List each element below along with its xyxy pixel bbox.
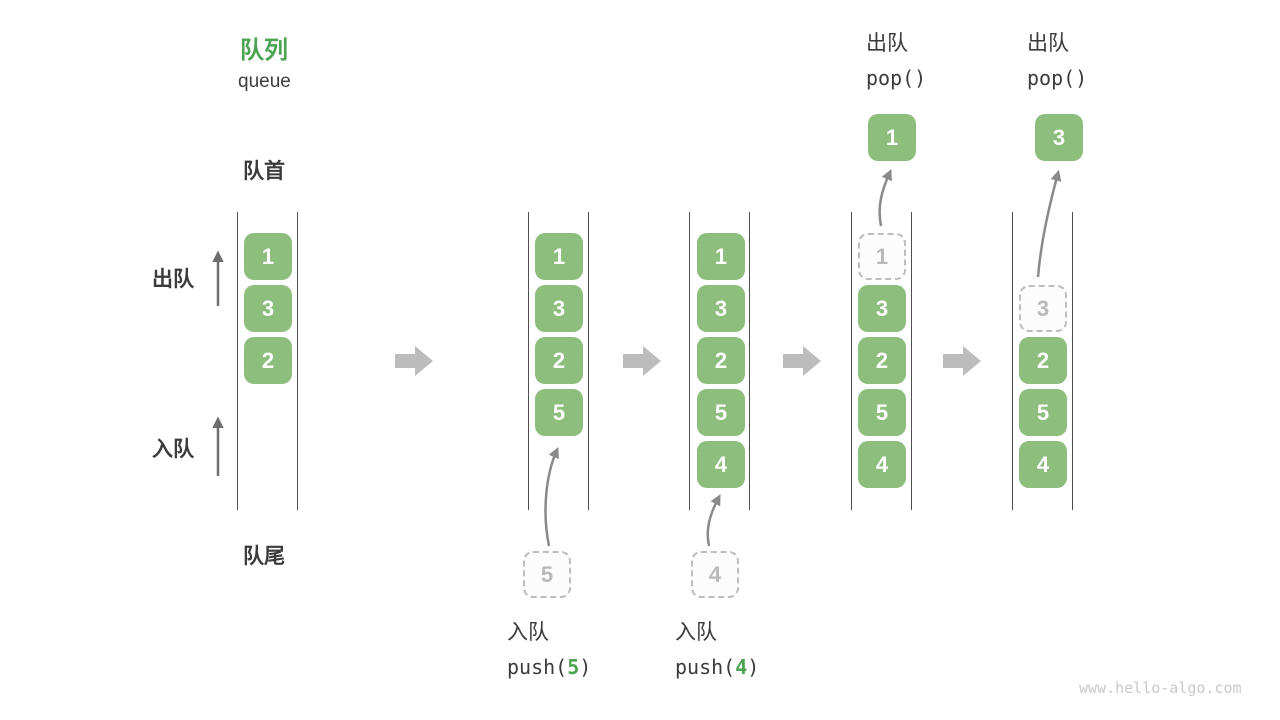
queue-element: 5 — [858, 389, 906, 436]
pop-label-zh: 出队 — [1027, 32, 1069, 55]
queue-element: 4 — [1019, 441, 1067, 488]
push-label-zh: 入队 — [675, 621, 717, 644]
queue-rear-label: 队尾 — [243, 545, 285, 568]
queue-channel-1 — [237, 212, 298, 510]
queue-channel-4 — [851, 212, 912, 510]
removed-element-ghost: 3 — [1019, 285, 1067, 332]
push5-arrow-icon — [544, 446, 559, 547]
pop3-arrow-icon — [1036, 169, 1062, 278]
queue-element: 3 — [244, 285, 292, 332]
pop-operation-label: 出队 pop() — [1027, 26, 1087, 96]
incoming-element-ghost: 4 — [691, 551, 739, 598]
diagram-subtitle: queue — [238, 71, 291, 92]
queue-element: 4 — [697, 441, 745, 488]
queue-element: 4 — [858, 441, 906, 488]
pop-label-code: pop() — [866, 66, 927, 90]
pop-label-zh: 出队 — [866, 32, 908, 55]
queue-element: 2 — [244, 337, 292, 384]
queue-element: 1 — [535, 233, 583, 280]
queue-element: 5 — [535, 389, 583, 436]
pop-label-code: pop() — [1027, 66, 1088, 90]
step-arrow-icon — [395, 346, 433, 376]
push-label-code: push(4) — [675, 650, 759, 685]
queue-element: 2 — [697, 337, 745, 384]
queue-element: 2 — [535, 337, 583, 384]
queue-element: 5 — [1019, 389, 1067, 436]
push-code-pre: push( — [675, 655, 736, 679]
step-arrow-icon — [623, 346, 661, 376]
queue-element: 2 — [1019, 337, 1067, 384]
push-code-post: ) — [579, 655, 592, 679]
queue-element: 1 — [697, 233, 745, 280]
popped-element: 3 — [1035, 114, 1083, 161]
step-arrow-icon — [943, 346, 981, 376]
push4-arrow-icon — [706, 494, 721, 547]
queue-channel-5 — [1012, 212, 1073, 510]
queue-element: 1 — [244, 233, 292, 280]
queue-element: 3 — [535, 285, 583, 332]
queue-element: 5 — [697, 389, 745, 436]
dequeue-side-label: 出队 — [152, 268, 194, 291]
pop-operation-label: 出队 pop() — [866, 26, 926, 96]
pop1-arrow-icon — [878, 168, 892, 227]
push-label-code: push(5) — [507, 650, 591, 685]
queue-element: 3 — [697, 285, 745, 332]
queue-front-label: 队首 — [243, 160, 285, 183]
diagram-title: 队列 — [240, 37, 288, 64]
watermark: www.hello-algo.com — [1079, 679, 1242, 697]
push-label-zh: 入队 — [507, 621, 549, 644]
push-code-pre: push( — [507, 655, 568, 679]
queue-channel-2 — [528, 212, 589, 510]
queue-channel-3 — [689, 212, 750, 510]
queue-element: 3 — [858, 285, 906, 332]
removed-element-ghost: 1 — [858, 233, 906, 280]
queue-element: 2 — [858, 337, 906, 384]
push-operation-label: 入队 push(5) — [507, 615, 591, 685]
push-code-post: ) — [747, 655, 760, 679]
push-code-arg: 5 — [567, 655, 580, 679]
popped-element: 1 — [868, 114, 916, 161]
incoming-element-ghost: 5 — [523, 551, 571, 598]
step-arrow-icon — [783, 346, 821, 376]
enqueue-side-label: 入队 — [152, 438, 194, 461]
push-operation-label: 入队 push(4) — [675, 615, 759, 685]
push-code-arg: 4 — [735, 655, 748, 679]
